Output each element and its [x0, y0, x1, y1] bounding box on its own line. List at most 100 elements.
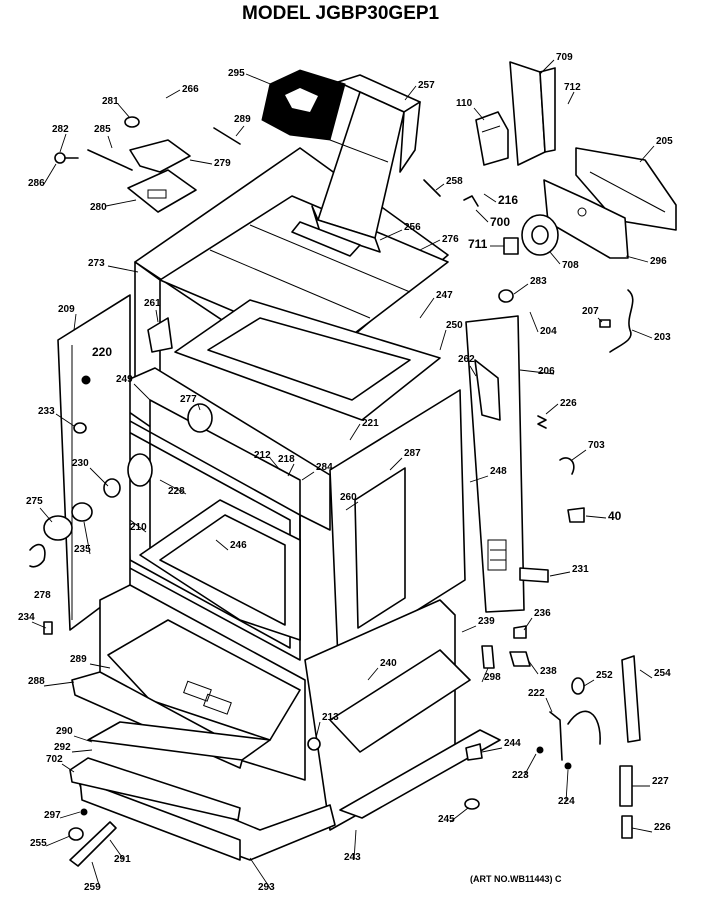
part-711: [503, 237, 519, 255]
range-body: [57, 147, 466, 861]
leader-line: [55, 413, 75, 427]
part-label: 708: [562, 260, 579, 271]
cord-203: [609, 289, 634, 353]
part-label: 252: [596, 670, 613, 681]
leader-line: [419, 297, 435, 319]
leader-line: [73, 313, 77, 331]
leader-line: [631, 827, 653, 833]
leader-line: [165, 89, 181, 99]
leader-line: [567, 91, 575, 105]
panel-256: [291, 221, 361, 257]
leader-line: [61, 763, 75, 773]
part-label: 207: [582, 306, 599, 317]
leader-line: [481, 747, 503, 753]
part-label: 282: [52, 124, 69, 135]
part-labels: 295 257 266 281 289 282 285 279 286 280 …: [18, 52, 673, 893]
part-label: 247: [436, 290, 453, 301]
leader-line: [129, 519, 147, 533]
leader-line: [235, 125, 245, 137]
bracket-205: [575, 147, 677, 231]
leader-line: [71, 749, 93, 753]
knob-275: [43, 502, 93, 541]
part-label: 231: [572, 564, 589, 575]
part-213: [307, 737, 321, 751]
leader-line: [345, 501, 359, 511]
leader-line: [475, 209, 489, 223]
leader-line: [367, 667, 379, 681]
leader-line: [585, 515, 607, 519]
part-298: [481, 645, 495, 669]
part-label: 206: [538, 366, 555, 377]
leader-line: [45, 835, 71, 847]
part-label: 290: [56, 726, 73, 737]
part-label: 278: [34, 590, 51, 601]
part-label: 279: [214, 158, 231, 169]
part-236: [513, 625, 527, 639]
part-231: [519, 567, 549, 583]
leader-line: [469, 365, 477, 377]
part-207: [599, 319, 611, 328]
part-label: 258: [446, 176, 463, 187]
leader-line: [245, 73, 281, 89]
part-label: 218: [278, 454, 295, 465]
leader-line: [449, 807, 469, 823]
leader-line: [639, 669, 653, 679]
spring-226: [537, 415, 547, 429]
part-label: 288: [28, 676, 45, 687]
part-label: 296: [650, 256, 667, 267]
leader-line: [59, 133, 67, 153]
part-label: 213: [322, 712, 339, 723]
part-label: 238: [540, 666, 557, 677]
part-label: 700: [490, 215, 510, 229]
part-label: 711: [468, 237, 488, 251]
part-label: 235: [74, 544, 91, 555]
leader-line: [389, 457, 403, 471]
part-label: 210: [130, 522, 147, 533]
leader-line: [639, 145, 655, 163]
leader-line: [301, 471, 315, 481]
part-label: 289: [70, 654, 87, 665]
leader-line: [545, 697, 553, 713]
leader-line: [527, 659, 539, 675]
rod-259: [69, 821, 117, 867]
leader-line: [315, 721, 321, 739]
leader-line: [353, 829, 357, 861]
part-label: 245: [438, 814, 455, 825]
part-277: [187, 403, 213, 433]
part-label: 248: [490, 466, 507, 477]
part-234: [43, 621, 53, 635]
leader-line: [473, 107, 485, 121]
leader-line: [89, 467, 109, 487]
leader-line: [597, 317, 603, 323]
leader-line: [519, 369, 555, 375]
part-label: 209: [58, 304, 75, 315]
part-233: [73, 422, 87, 434]
part-label: 702: [46, 754, 63, 765]
hinge-254: [621, 655, 641, 743]
part-label: 205: [656, 136, 673, 147]
part-label: 40: [608, 509, 622, 523]
part-238: [509, 651, 531, 667]
leader-line: [539, 59, 555, 75]
part-224: [564, 762, 572, 770]
part-220: [81, 375, 91, 385]
part-label: 236: [534, 608, 551, 619]
part-label: 244: [504, 738, 521, 749]
leader-line: [545, 403, 559, 415]
part-label: 110: [456, 98, 473, 109]
part-label: 220: [92, 345, 112, 359]
burner-assembly-279: [54, 116, 241, 213]
backguard-vent-257: [311, 74, 421, 253]
part-label: 224: [558, 796, 575, 807]
leader-line: [117, 103, 131, 119]
page-title: MODEL JGBP30GEP1: [242, 3, 440, 24]
part-label: 240: [380, 658, 397, 669]
leader-line: [197, 403, 201, 411]
clip-700: [463, 195, 479, 207]
part-245: [464, 798, 480, 810]
part-label: 292: [54, 742, 71, 753]
part-label: 234: [18, 612, 35, 623]
arm-222: [567, 710, 601, 745]
leader-line: [419, 239, 441, 251]
part-label: 221: [362, 418, 379, 429]
